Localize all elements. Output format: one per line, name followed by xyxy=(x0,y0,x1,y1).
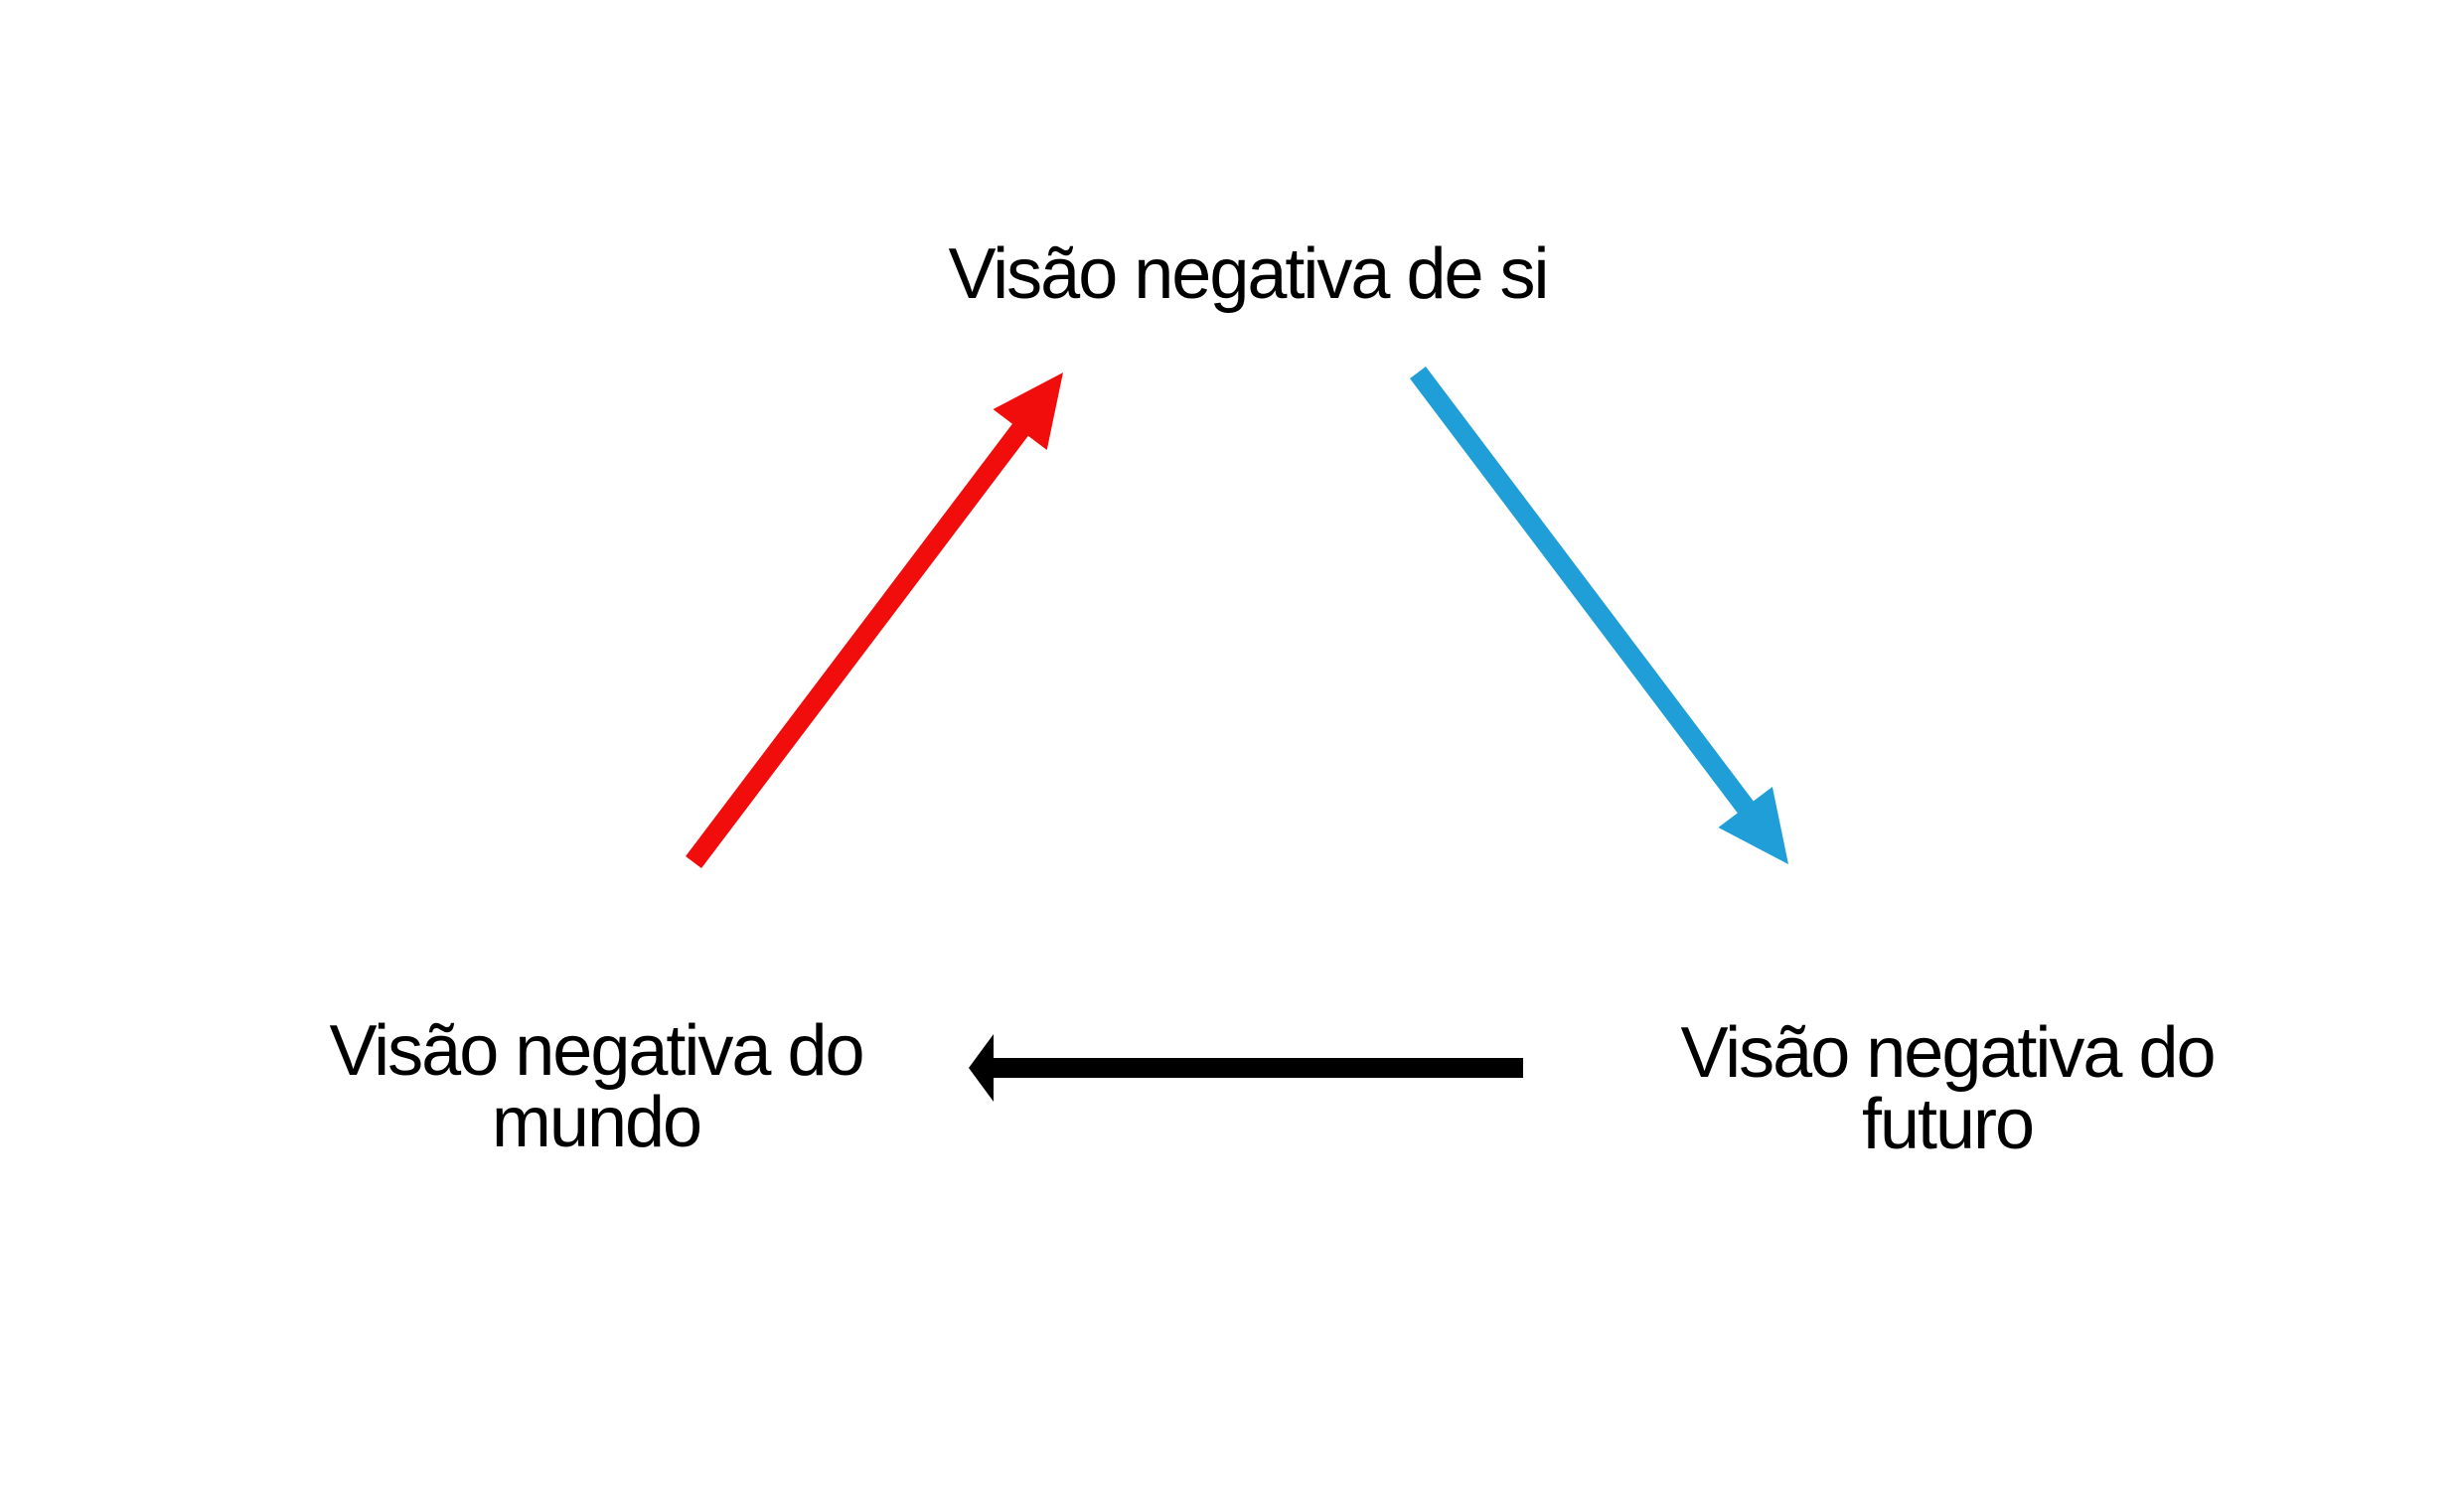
arrow-world-to-self xyxy=(686,373,1063,869)
node-world-label-line1: Visão negativa do xyxy=(329,1011,864,1091)
node-future-label-line2: futuro xyxy=(1861,1085,2035,1164)
arrow-down-icon xyxy=(1718,787,1788,864)
node-negative-view-of-world: Visão negativa do mundo xyxy=(329,1011,864,1162)
node-self-label: Visão negativa de si xyxy=(948,234,1549,314)
arrow-left-icon xyxy=(969,1034,994,1102)
arrow-future-to-world xyxy=(969,1034,1523,1102)
arrow-self-to-future xyxy=(1410,366,1788,864)
arrow-world-to-self-shaft xyxy=(686,416,1033,869)
arrow-up-icon xyxy=(993,373,1063,450)
node-future-label-line1: Visão negativa do xyxy=(1680,1013,2216,1093)
node-negative-view-of-self: Visão negativa de si xyxy=(948,234,1549,314)
node-world-label-line2: mundo xyxy=(491,1083,702,1162)
node-negative-view-of-future: Visão negativa do futuro xyxy=(1680,1013,2216,1164)
arrow-self-to-future-shaft xyxy=(1410,366,1758,820)
